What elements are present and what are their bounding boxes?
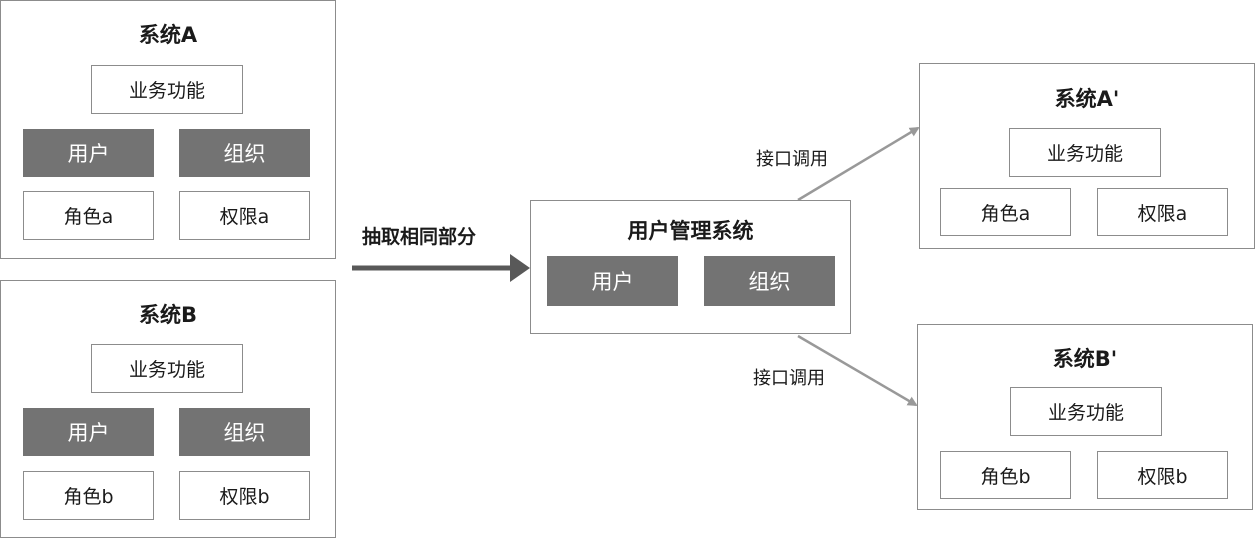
system-b2-title: 系统B' bbox=[1052, 347, 1118, 371]
system-a2-title: 系统A' bbox=[1054, 87, 1120, 111]
ums-title: 用户管理系统 bbox=[627, 219, 754, 243]
system-a-business-box: 业务功能 bbox=[91, 65, 243, 114]
system-a2-role-box: 角色a bbox=[940, 188, 1071, 236]
ums-panel: 用户管理系统 用户 组织 bbox=[530, 200, 851, 334]
api-label-top: 接口调用 bbox=[756, 149, 828, 170]
api-arrow-top bbox=[797, 126, 920, 202]
api-arrow-bottom bbox=[797, 334, 918, 407]
system-b-perm-box: 权限b bbox=[179, 471, 310, 520]
system-a-title: 系统A bbox=[138, 23, 198, 47]
system-b2-role-box: 角色b bbox=[940, 451, 1071, 499]
extract-label: 抽取相同部分 bbox=[362, 226, 477, 248]
system-b-business-box: 业务功能 bbox=[91, 344, 243, 393]
system-a2-business-box: 业务功能 bbox=[1009, 128, 1161, 177]
system-a-user-box: 用户 bbox=[23, 129, 154, 177]
api-label-bottom: 接口调用 bbox=[753, 368, 825, 389]
system-a-org-box: 组织 bbox=[179, 129, 310, 177]
ums-user-box: 用户 bbox=[547, 256, 678, 306]
system-b-org-box: 组织 bbox=[179, 408, 310, 456]
system-a2-panel: 系统A' 业务功能 角色a 权限a bbox=[919, 63, 1255, 249]
system-b2-perm-box: 权限b bbox=[1097, 451, 1228, 499]
system-b2-business-box: 业务功能 bbox=[1010, 387, 1162, 436]
system-b2-panel: 系统B' 业务功能 角色b 权限b bbox=[917, 324, 1253, 510]
system-b-title: 系统B bbox=[138, 303, 197, 327]
system-b-role-box: 角色b bbox=[23, 471, 154, 520]
system-a-panel: 系统A 业务功能 用户 组织 角色a 权限a bbox=[0, 0, 336, 259]
system-b-user-box: 用户 bbox=[23, 408, 154, 456]
system-a-perm-box: 权限a bbox=[179, 191, 310, 240]
extract-arrow bbox=[352, 254, 530, 282]
system-b-panel: 系统B 业务功能 用户 组织 角色b 权限b bbox=[0, 280, 336, 538]
system-a-role-box: 角色a bbox=[23, 191, 154, 240]
ums-org-box: 组织 bbox=[704, 256, 835, 306]
system-a2-perm-box: 权限a bbox=[1097, 188, 1228, 236]
